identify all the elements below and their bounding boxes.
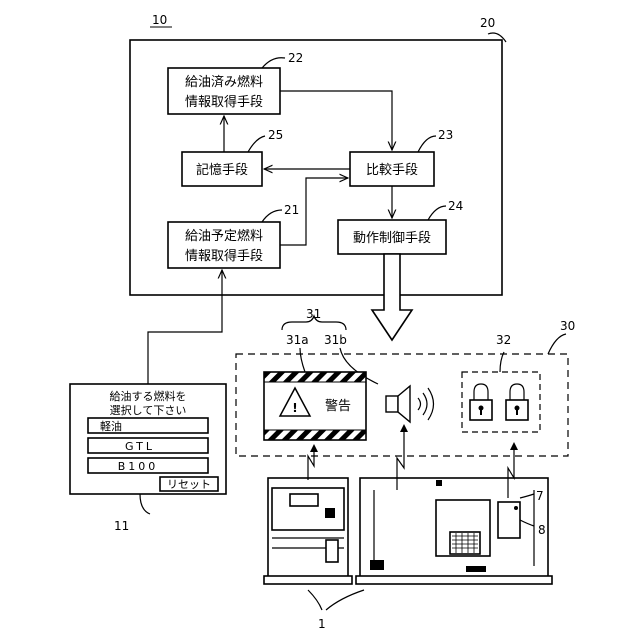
planned-info-line1: 給油予定燃料: [185, 228, 263, 244]
planned-info-line2: 情報取得手段: [185, 248, 263, 264]
fueled-info-line2: 情報取得手段: [185, 94, 263, 110]
lock-icon: [506, 384, 528, 420]
ref-25: 25: [268, 128, 283, 142]
compare-label: 比較手段: [366, 163, 418, 178]
ref-31a: 31a: [286, 333, 309, 347]
ref-20: 20: [480, 16, 495, 30]
ref-32: 32: [496, 333, 511, 347]
ref-11: 11: [114, 519, 129, 533]
ref-31: 31: [306, 307, 321, 321]
generator-body: [356, 478, 552, 584]
ref-21: 21: [284, 203, 299, 217]
ref-1: 1: [318, 617, 326, 631]
fuel-option-label: B100: [118, 460, 159, 473]
terminal-prompt-2: 選択して下さい: [110, 403, 187, 417]
ref-23: 23: [438, 128, 453, 142]
fueled-info-line1: 給油済み燃料: [185, 74, 263, 90]
speaker-icon: [386, 386, 434, 422]
ref-7: 7: [536, 489, 544, 503]
fuel-option-label: GTL: [125, 440, 155, 453]
ref-10: 10: [152, 13, 167, 27]
lock-icon: [470, 384, 492, 420]
storage-label: 記憶手段: [196, 162, 248, 178]
ref-30: 30: [560, 319, 575, 333]
ref-24: 24: [448, 199, 463, 213]
ref-8: 8: [538, 523, 546, 537]
fuel-option-label: 軽油: [100, 419, 122, 433]
ref-22: 22: [288, 51, 303, 65]
action-label: 動作制御手段: [353, 231, 431, 246]
generator-control-panel: [264, 478, 352, 584]
reset-label: リセット: [167, 478, 211, 491]
ref-31b: 31b: [324, 333, 347, 347]
terminal-prompt-1: 給油する燃料を: [110, 389, 187, 403]
svg-text:!: !: [292, 401, 297, 415]
warning-text: 警告: [325, 398, 351, 414]
